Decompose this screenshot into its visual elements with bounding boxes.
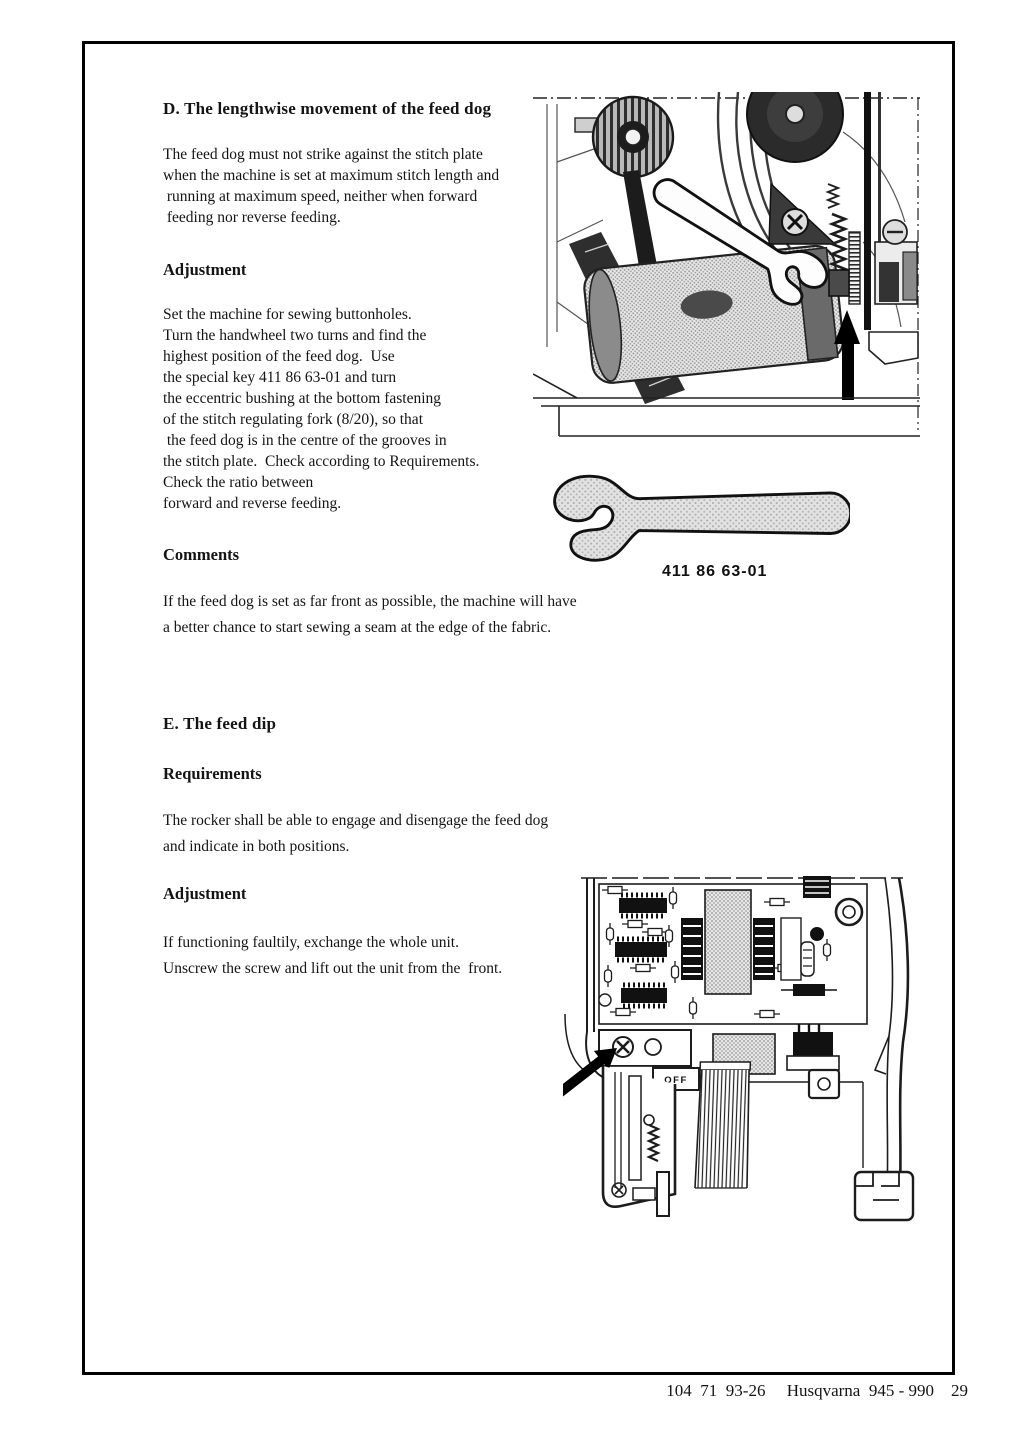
bracket-plate bbox=[768, 182, 837, 245]
circuit-board-illustration: OFF bbox=[563, 872, 925, 1240]
bracket-spring bbox=[646, 1123, 661, 1163]
section-e-adjustment-body: If functioning faultily, exchange the wh… bbox=[163, 934, 503, 977]
section-e-heading: E. The feed dip bbox=[163, 714, 277, 733]
pointer-arrow bbox=[563, 1048, 617, 1110]
eccentric-nut bbox=[828, 269, 850, 297]
pointer-arrow bbox=[834, 310, 860, 400]
fork-lever bbox=[652, 178, 829, 306]
machine-base bbox=[533, 331, 920, 437]
right-hardware bbox=[874, 219, 918, 305]
page-border bbox=[82, 41, 955, 1375]
discrete-components bbox=[598, 885, 832, 1020]
section-d-adjustment-heading: Adjustment bbox=[163, 260, 247, 279]
vertical-rod bbox=[864, 92, 871, 330]
off-label: OFF bbox=[664, 1075, 688, 1086]
section-e-adjustment-heading: Adjustment bbox=[163, 884, 247, 903]
feed-mechanism-illustration bbox=[533, 92, 920, 439]
lever-bracket bbox=[601, 1066, 677, 1217]
page-footer: 104 71 93-26 Husqvarna 945 - 990 29 bbox=[666, 1381, 968, 1400]
section-d-heading: D. The lengthwise movement of the feed d… bbox=[163, 99, 492, 118]
upper-pulley bbox=[746, 92, 844, 163]
motor-pulley bbox=[574, 95, 675, 179]
section-e-requirements-heading: Requirements bbox=[163, 764, 262, 783]
pillar-foot bbox=[853, 1170, 915, 1222]
section-d-comments-heading: Comments bbox=[163, 545, 240, 564]
section-d-comments-body: If the feed dog is set as far front as p… bbox=[163, 593, 577, 636]
wrench-part-number: 411 86 63-01 bbox=[662, 563, 768, 580]
wrench-illustration bbox=[540, 468, 850, 563]
power-components bbox=[681, 876, 864, 996]
section-d-adjustment-body: Set the machine for sewing buttonholes. … bbox=[163, 306, 480, 512]
threaded-rod bbox=[848, 231, 861, 305]
ribbon-cable bbox=[694, 1061, 752, 1189]
ic-chips bbox=[615, 892, 667, 1009]
section-d-intro: The feed dog must not strike against the… bbox=[163, 146, 500, 226]
wrench bbox=[553, 474, 850, 562]
section-e-requirements-body: The rocker shall be able to engage and d… bbox=[163, 812, 549, 855]
upper-spring bbox=[825, 183, 841, 209]
